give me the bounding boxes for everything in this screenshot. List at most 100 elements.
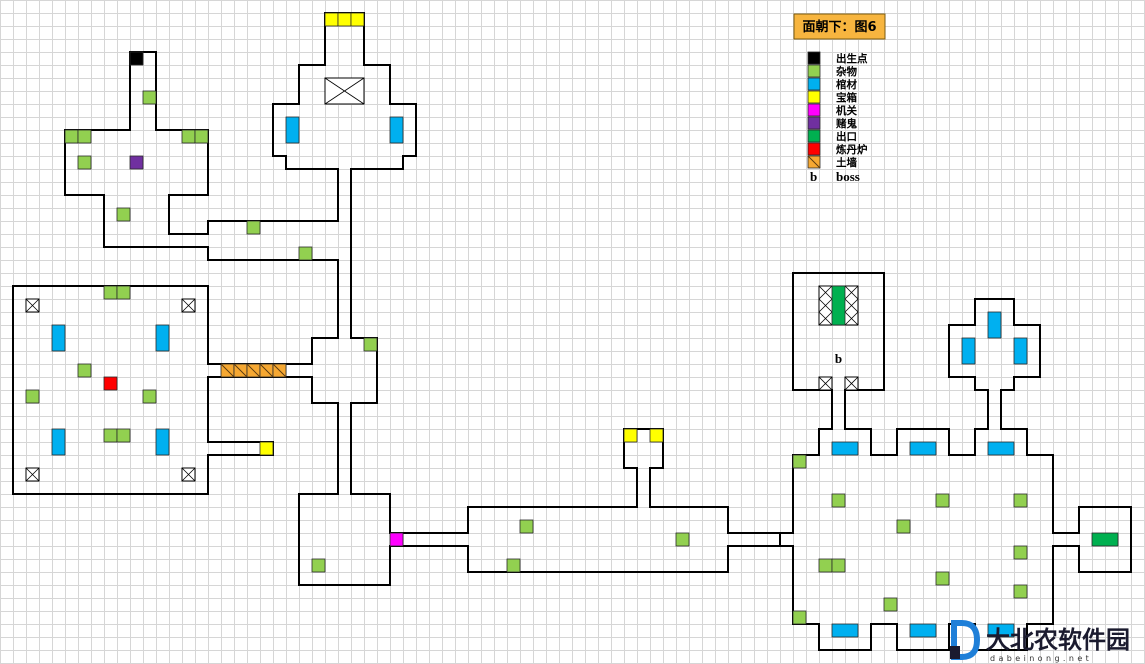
corridor-wall <box>987 389 1002 430</box>
legend-swatch-exit <box>807 129 821 143</box>
junk-item <box>77 129 92 144</box>
junk-item <box>116 285 131 300</box>
legend-label-gambler: 赌鬼 <box>835 117 857 130</box>
legend-label-boss: boss <box>836 169 860 184</box>
crossed-box <box>25 298 40 313</box>
junk-item <box>896 519 911 534</box>
legend-label-machine: 机关 <box>836 104 857 117</box>
crossed-box <box>844 376 859 391</box>
legend-label-spawn: 出生点 <box>836 52 868 65</box>
junk-item <box>25 389 40 404</box>
junk-item <box>194 129 209 144</box>
hub-room <box>311 337 378 495</box>
legend-label-coffin: 棺材 <box>836 78 857 91</box>
coffin-item <box>51 324 66 352</box>
coffin-item <box>909 623 937 638</box>
earth-wall-hatch <box>220 363 287 378</box>
junk-item <box>1013 584 1028 599</box>
junk-item <box>935 571 950 586</box>
furnace-room-wall <box>12 285 209 495</box>
legend: 面朝下：图6 出生点 杂物 棺材 宝箱 机关 赌鬼 出口 炼丹炉 土墙 b bo… <box>793 13 886 184</box>
exit-item <box>1091 532 1119 547</box>
great-hall <box>792 428 1080 651</box>
junk-item <box>64 129 79 144</box>
chest-corridor <box>207 441 274 456</box>
coffin-item <box>909 441 937 456</box>
furnace-room <box>12 285 209 495</box>
boss-room: b <box>792 272 885 430</box>
coffin-shrine <box>948 298 1041 430</box>
legend-swatch-machine <box>807 103 821 117</box>
corridor-wall <box>636 467 651 508</box>
chest-item <box>324 12 339 27</box>
junk-item <box>181 129 196 144</box>
corridor-wall <box>337 402 352 495</box>
boss-room-wall <box>792 272 885 391</box>
chest-item <box>350 12 365 27</box>
shrine-room <box>272 12 417 170</box>
junk-item <box>1013 493 1028 508</box>
machine-room-wall <box>298 493 391 586</box>
junk-item <box>142 389 157 404</box>
junk-item <box>363 337 378 352</box>
legend-swatch-hatch <box>807 155 821 169</box>
junk-item <box>116 428 131 443</box>
corridor-wall <box>168 168 339 235</box>
coffin-item <box>285 116 300 144</box>
coffin-item <box>987 441 1015 456</box>
legend-swatch-chest <box>807 90 821 104</box>
junk-item <box>298 246 313 261</box>
earth-wall-corridor <box>207 363 313 378</box>
junk-item <box>311 558 326 573</box>
junk-item <box>103 285 118 300</box>
coffin-item <box>987 311 1002 339</box>
chest-item <box>649 428 664 443</box>
coffin-item <box>389 116 404 144</box>
long-hall <box>467 467 794 573</box>
junk-item <box>246 220 261 235</box>
coffin-item <box>831 623 859 638</box>
coffin-item <box>155 428 170 456</box>
corridor-wall <box>1052 532 1080 547</box>
legend-label-earth-wall: 土墙 <box>836 156 857 169</box>
junk-item <box>675 532 690 547</box>
junk-item <box>935 493 950 508</box>
coffin-shrine-wall <box>948 298 1041 391</box>
great-hall-wall <box>792 428 1054 651</box>
coffin-item <box>155 324 170 352</box>
junk-item <box>792 610 807 625</box>
watermark-url: dabeinong.net <box>990 654 1092 663</box>
boss-marker: b <box>835 351 842 366</box>
legend-label-exit: 出口 <box>836 130 857 143</box>
exit-room <box>1078 506 1132 573</box>
junk-item <box>506 558 521 573</box>
junk-item <box>116 207 131 222</box>
coffin-item <box>1013 337 1028 365</box>
exit-room-wall <box>1078 506 1132 573</box>
corridor-wall <box>727 532 794 547</box>
legend-label-furnace: 炼丹炉 <box>836 143 868 156</box>
legend-boss-symbol: b <box>810 169 817 184</box>
chest-item <box>623 428 638 443</box>
junk-item <box>818 558 833 573</box>
junk-item <box>831 493 846 508</box>
watermark-name: 大北农软件园 <box>986 626 1130 654</box>
legend-label-chest: 宝箱 <box>836 91 857 104</box>
junk-item <box>77 363 92 378</box>
spawn-point <box>129 51 144 66</box>
junk-item <box>831 558 846 573</box>
legend-label-junk: 杂物 <box>836 65 857 78</box>
chest-item <box>259 441 274 456</box>
legend-swatch-coffin <box>807 77 821 91</box>
coffin-item <box>987 623 1015 638</box>
crossed-box <box>25 467 40 482</box>
map-title: 面朝下：图6 <box>802 19 876 35</box>
machine-room <box>298 493 469 586</box>
junk-item <box>1013 545 1028 560</box>
chest-item <box>337 12 352 27</box>
exit-item <box>831 285 846 326</box>
crossed-box <box>181 298 196 313</box>
coffin-item <box>51 428 66 456</box>
